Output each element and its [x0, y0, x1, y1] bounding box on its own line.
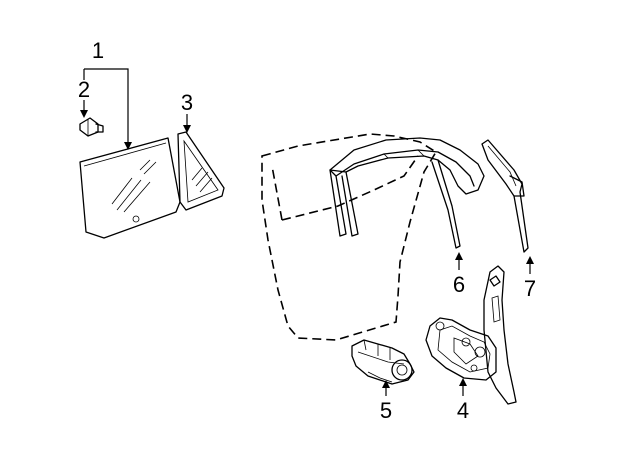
- quarter-glass: [177, 131, 225, 211]
- glass-run-channel: [329, 137, 485, 249]
- glass-clip: [79, 117, 104, 137]
- callout-5: 5: [380, 398, 392, 423]
- window-motor: [351, 339, 415, 385]
- door-glass: [79, 137, 181, 239]
- callout-4: 4: [457, 398, 469, 423]
- rear-channel-strip: [481, 139, 529, 253]
- leader-lines: [80, 68, 534, 396]
- callout-6: 6: [453, 272, 465, 297]
- window-regulator: [425, 265, 517, 405]
- callout-2: 2: [78, 77, 90, 102]
- door-shell-outline: [261, 133, 438, 341]
- callout-1: 1: [92, 38, 104, 63]
- callout-7: 7: [524, 276, 536, 301]
- callout-3: 3: [181, 90, 193, 115]
